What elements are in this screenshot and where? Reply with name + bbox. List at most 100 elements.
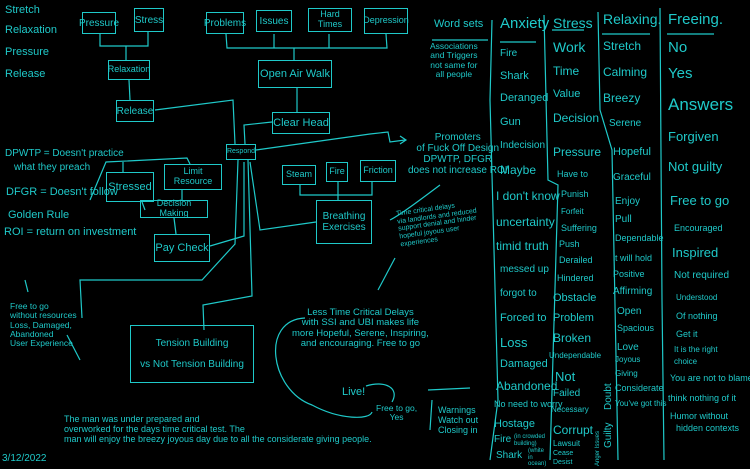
word-item: Failed: [553, 388, 581, 399]
word-item: Value: [553, 88, 581, 100]
word-item: Dependable: [615, 233, 664, 243]
word-item: Humor without: [670, 411, 729, 421]
word-item: messed up: [500, 264, 549, 275]
word-item: Undependable: [549, 351, 602, 360]
word-item: Answers: [668, 95, 734, 114]
word-item: Not: [555, 369, 576, 384]
date-label: 3/12/2022: [2, 453, 47, 464]
word-item: Hindered: [557, 273, 594, 283]
box-relaxation: Relaxation: [108, 60, 150, 80]
word-item: Giving: [615, 369, 638, 378]
word-item: Loss: [500, 335, 528, 350]
word-item: It is the right: [674, 345, 718, 354]
less-time-critical-line: and encouraging. Free to go: [300, 338, 421, 350]
word-item: Stretch: [603, 39, 642, 53]
word-item: Of nothing: [676, 311, 718, 321]
word-sets-desc-line: Associations: [430, 41, 478, 51]
tension-building-line2: vs Not Tension Building: [140, 359, 244, 370]
breathing-exercises-label: Breathing Exercises: [322, 211, 366, 233]
word-item: Serene: [609, 118, 642, 129]
word-item: Considerate: [615, 383, 664, 393]
word-item: Maybe: [500, 163, 537, 177]
note-live: Live!: [342, 386, 366, 398]
promoters-line: DPWTP, DFGR: [423, 154, 493, 165]
less-time-critical-line: Less Time Critical Delays: [307, 307, 414, 318]
word-item: Obstacle: [553, 292, 597, 304]
column-title-anxiety: Anxiety: [500, 15, 550, 32]
word-sets-desc-line: not same for: [430, 59, 478, 70]
word-sets-title: Word sets: [434, 18, 484, 30]
word-item: Graceful: [613, 172, 651, 183]
column-title-stress: Stress: [553, 15, 593, 31]
word-item: Not required: [674, 270, 730, 281]
word-item: Understood: [676, 293, 718, 302]
note-roi: ROI = return on investment: [4, 226, 137, 238]
word-item: uncertainty: [496, 215, 555, 229]
note-free-to-go-yes: Free to go,Yes: [376, 403, 418, 423]
word-item: Shark: [500, 70, 529, 82]
less-time-critical-line: more Hopeful, Serene, Inspiring,: [292, 327, 429, 339]
legend-item: Relaxation: [5, 24, 57, 36]
word-item: Suffering: [561, 223, 597, 233]
box-release: Release: [116, 100, 154, 122]
word-item: Fire: [494, 434, 512, 445]
promoters-line: does not increase ROI: [408, 165, 508, 176]
box-problems: Problems: [204, 12, 246, 34]
word-item: Inspired: [672, 245, 719, 260]
word-item: Push: [559, 239, 580, 249]
word-item: Enjoy: [615, 196, 641, 207]
note-dfgr: DFGR = Doesn't follow: [6, 186, 118, 198]
word-item: Cease: [553, 450, 574, 457]
word-item: Open: [617, 306, 642, 317]
box-clear-head: Clear Head: [272, 112, 330, 134]
word-item: Hopeful: [613, 146, 651, 158]
word-item: You are not to blame: [670, 373, 750, 383]
legend-item: Pressure: [5, 46, 50, 58]
word-item: Forced to: [500, 312, 547, 324]
word-item: Joyous: [615, 355, 641, 364]
free-to-go-line: Abandoned: [10, 329, 54, 340]
word-item: Forgiven: [668, 129, 719, 144]
word-item: Pressure: [553, 145, 602, 159]
box-respond: Respond: [226, 144, 256, 160]
word-item: Deranged: [500, 92, 549, 104]
word-item: Lawsuit: [553, 439, 581, 448]
word-item: Derailed: [559, 255, 593, 265]
word-item: Positive: [613, 269, 645, 279]
word-item: Desist: [553, 459, 573, 466]
story-line: The man was under prepared and: [64, 414, 200, 424]
word-item: Affirming: [613, 286, 653, 297]
word-item: timid truth: [496, 239, 549, 253]
box-issues: Issues: [256, 10, 292, 32]
word-item: I don't know: [496, 189, 560, 203]
story-line: overworked for the days time critical te…: [64, 423, 245, 434]
box-limit-resource: Limit Resource: [164, 164, 222, 190]
vertical-word: Guilty: [603, 422, 614, 448]
less-time-critical-line: with SSI and UBI makes life: [301, 317, 419, 329]
word-item: Not guilty: [668, 159, 723, 174]
word-item: Love: [617, 342, 639, 353]
word-item: Broken: [553, 331, 592, 345]
story-line: man will enjoy the breezy joyous day due…: [64, 433, 372, 444]
word-item: Spacious: [617, 323, 655, 333]
word-item: Hostage: [494, 418, 535, 430]
free-to-go-yes-line: Free to go,: [376, 403, 418, 413]
box-fire: Fire: [326, 162, 348, 182]
word-sets-desc-line: all people: [435, 69, 473, 80]
word-item: Damaged: [500, 358, 548, 370]
column-title-freeing: Freeing.: [668, 11, 724, 28]
word-item: Time: [553, 64, 580, 78]
box-friction: Friction: [360, 160, 396, 182]
free-to-go-line: User Experience: [10, 338, 73, 349]
word-item: Abandoned: [496, 379, 558, 393]
word-item: Yes: [668, 65, 693, 82]
word-item: Corrupt: [553, 423, 594, 437]
word-item: No need to worry: [494, 399, 563, 409]
word-item: hidden contexts: [676, 423, 740, 433]
box-open-air-walk: Open Air Walk: [258, 60, 332, 88]
word-item: Forfeit: [561, 207, 584, 216]
box-tension-building: Tension Building vs Not Tension Building: [130, 325, 254, 383]
